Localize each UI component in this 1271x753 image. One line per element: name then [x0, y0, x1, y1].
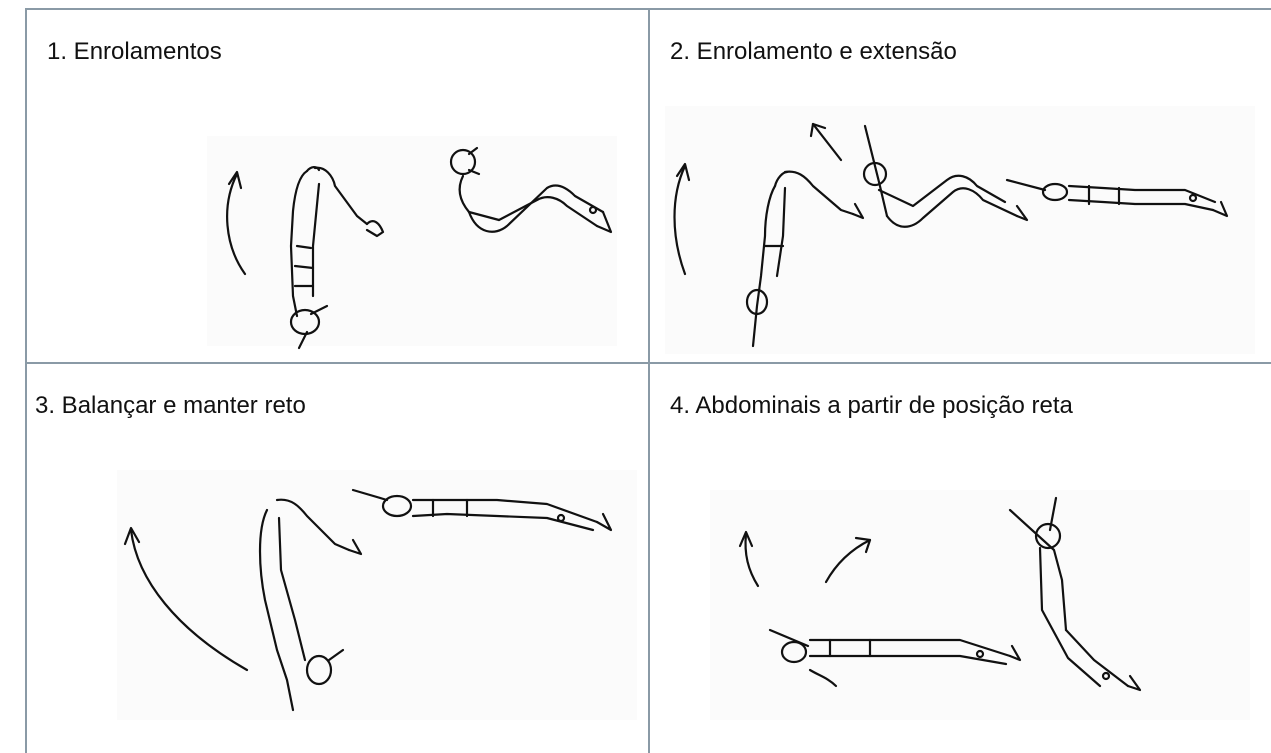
- abdominals-from-straight-gymnast-figures: [738, 496, 1142, 692]
- rolling-up-gymnast-figures: [226, 146, 613, 350]
- exercise-caption-4: 4. Abdominais a partir de posição reta: [670, 392, 1073, 419]
- exercise-caption-1: 1. Enrolamentos: [47, 38, 222, 65]
- exercise-cell-4: 4. Abdominais a partir de posição reta: [650, 364, 1271, 753]
- exercise-illustration-1: [207, 136, 617, 350]
- swing-and-hold-straight-gymnast-figures: [123, 488, 613, 712]
- exercise-cell-3: 3. Balançar e manter reto: [27, 364, 648, 753]
- rolling-and-extension-gymnast-figures: [673, 122, 1229, 348]
- grid-left-border: [25, 8, 27, 753]
- exercise-caption-2: 2. Enrolamento e extensão: [670, 38, 957, 65]
- exercise-caption-3: 3. Balançar e manter reto: [35, 392, 306, 419]
- exercise-illustration-4: [710, 490, 1250, 720]
- exercise-cell-2: 2. Enrolamento e extensão: [650, 10, 1271, 362]
- grid-center-border: [648, 8, 650, 753]
- exercise-illustration-3: [117, 470, 637, 720]
- exercise-cell-1: 1. Enrolamentos: [27, 10, 648, 362]
- exercise-illustration-2: [665, 106, 1255, 354]
